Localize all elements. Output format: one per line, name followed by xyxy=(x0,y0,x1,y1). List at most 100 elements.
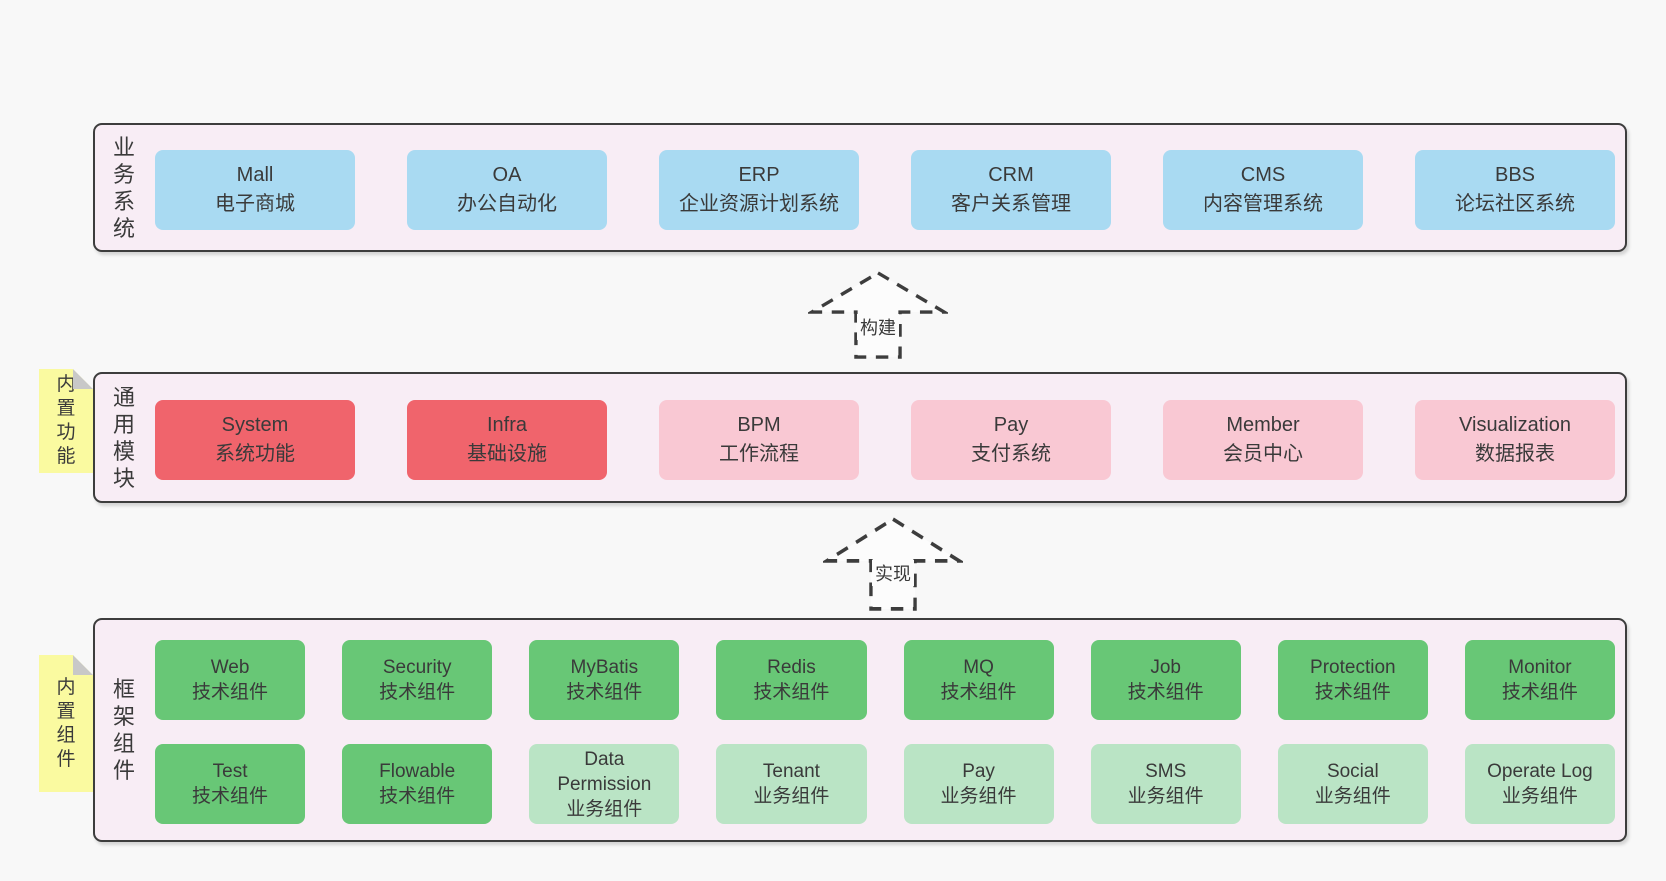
box-subtitle: 业务组件 xyxy=(566,798,643,820)
arrow-build: 构建 xyxy=(808,270,948,360)
box-title: CRM xyxy=(988,164,1034,186)
box-title: Member xyxy=(1226,414,1300,436)
box-title: System xyxy=(221,414,289,436)
box-subtitle: 技术组件 xyxy=(566,682,643,703)
box-title: Tenant xyxy=(762,761,820,782)
box-title: Redis xyxy=(767,657,816,678)
box-mybatis: MyBatis 技术组件 xyxy=(529,640,680,720)
box-subtitle: 内容管理系统 xyxy=(1203,193,1323,215)
note-fold-icon xyxy=(73,655,93,675)
box-subtitle: 系统功能 xyxy=(215,443,295,465)
box-title: Pay xyxy=(993,414,1029,436)
box-title: Mall xyxy=(236,164,274,186)
box-tenant: Tenant 业务组件 xyxy=(716,744,867,824)
box-subtitle: 业务组件 xyxy=(753,786,830,807)
box-title: Visualization xyxy=(1459,414,1571,436)
box-title: Test xyxy=(212,761,248,782)
sticky-note-label: 内置功能 xyxy=(56,374,76,467)
box-monitor: Monitor 技术组件 xyxy=(1464,640,1615,720)
box-flowable: Flowable 技术组件 xyxy=(342,744,493,824)
section-label: 通用模块 xyxy=(112,384,135,491)
box-title: Pay xyxy=(962,761,995,782)
box-subtitle: 基础设施 xyxy=(467,443,547,465)
sticky-note-builtin-components: 内置组件 xyxy=(39,655,93,792)
box-oa: OA 办公自动化 xyxy=(407,150,607,230)
box-data-permission: Data Permission 业务组件 xyxy=(529,744,680,824)
box-subtitle: 数据报表 xyxy=(1475,443,1555,465)
box-system: System 系统功能 xyxy=(155,400,355,480)
box-bbs: BBS 论坛社区系统 xyxy=(1415,150,1615,230)
section-common-modules: 通用模块 System 系统功能 Infra 基础设施 BPM 工作流程 Pay 支付系统 Me… xyxy=(93,372,1627,503)
sticky-note-builtin-features: 内置功能 xyxy=(39,369,93,473)
sticky-note-label: 内置组件 xyxy=(56,676,76,770)
box-subtitle: 技术组件 xyxy=(379,786,456,807)
box-subtitle: 会员中心 xyxy=(1223,443,1303,465)
box-title: Security xyxy=(382,657,452,678)
box-subtitle: 技术组件 xyxy=(1127,682,1204,703)
section-label: 框架组件 xyxy=(112,677,135,783)
section-label: 业务系统 xyxy=(112,134,135,241)
box-mall: Mall 电子商城 xyxy=(155,150,355,230)
box-cms: CMS 内容管理系统 xyxy=(1163,150,1363,230)
box-subtitle: 工作流程 xyxy=(719,443,799,465)
section-business-systems: 业务系统 Mall 电子商城 OA 办公自动化 ERP 企业资源计划系统 CRM 客户关系管理… xyxy=(93,123,1627,252)
box-subtitle: 支付系统 xyxy=(971,443,1051,465)
box-subtitle: 技术组件 xyxy=(940,682,1017,703)
note-fold-icon xyxy=(73,369,93,389)
arrow-label: 实现 xyxy=(872,560,914,586)
box-subtitle: 业务组件 xyxy=(1314,786,1391,807)
box-pay: Pay 支付系统 xyxy=(911,400,1111,480)
box-subtitle: 技术组件 xyxy=(753,682,830,703)
box-subtitle: 技术组件 xyxy=(379,682,456,703)
box-title: Job xyxy=(1150,657,1181,678)
box-crm: CRM 客户关系管理 xyxy=(911,150,1111,230)
box-title: Web xyxy=(210,657,250,678)
box-title: ERP xyxy=(738,164,780,186)
arrow-implement: 实现 xyxy=(823,516,963,612)
box-security: Security 技术组件 xyxy=(342,640,493,720)
box-title: MyBatis xyxy=(570,657,639,678)
box-redis: Redis 技术组件 xyxy=(716,640,867,720)
box-subtitle: 技术组件 xyxy=(192,682,269,703)
box-pay: Pay 业务组件 xyxy=(903,744,1054,824)
box-operate-log: Operate Log 业务组件 xyxy=(1464,744,1615,824)
box-subtitle: 业务组件 xyxy=(940,786,1017,807)
box-subtitle: 论坛社区系统 xyxy=(1455,193,1575,215)
box-web: Web 技术组件 xyxy=(155,640,306,720)
box-job: Job 技术组件 xyxy=(1090,640,1241,720)
box-sms: SMS 业务组件 xyxy=(1090,744,1241,824)
box-subtitle: 技术组件 xyxy=(1501,682,1578,703)
box-title: Flowable xyxy=(379,761,456,782)
box-erp: ERP 企业资源计划系统 xyxy=(659,150,859,230)
box-title: BBS xyxy=(1494,164,1536,186)
box-title: CMS xyxy=(1240,164,1286,186)
box-title: SMS xyxy=(1145,761,1187,782)
box-infra: Infra 基础设施 xyxy=(407,400,607,480)
box-title: Data Permission xyxy=(557,748,652,795)
box-title: Social xyxy=(1326,761,1379,782)
box-title: OA xyxy=(492,164,522,186)
box-bpm: BPM 工作流程 xyxy=(659,400,859,480)
box-visualization: Visualization 数据报表 xyxy=(1415,400,1615,480)
box-title: Infra xyxy=(486,414,528,436)
box-subtitle: 电子商城 xyxy=(215,193,295,215)
box-subtitle: 办公自动化 xyxy=(457,193,557,215)
box-subtitle: 客户关系管理 xyxy=(951,193,1071,215)
box-subtitle: 技术组件 xyxy=(1314,682,1391,703)
box-title: Operate Log xyxy=(1487,761,1593,782)
box-subtitle: 业务组件 xyxy=(1501,786,1578,807)
box-social: Social 业务组件 xyxy=(1277,744,1428,824)
box-member: Member 会员中心 xyxy=(1163,400,1363,480)
box-title: BPM xyxy=(737,414,781,436)
business-systems-row: Mall 电子商城 OA 办公自动化 ERP 企业资源计划系统 CRM 客户关系管理 CMS 内容… xyxy=(155,150,1615,230)
box-subtitle: 业务组件 xyxy=(1127,786,1204,807)
box-subtitle: 企业资源计划系统 xyxy=(679,193,839,215)
box-title: Monitor xyxy=(1508,657,1572,678)
